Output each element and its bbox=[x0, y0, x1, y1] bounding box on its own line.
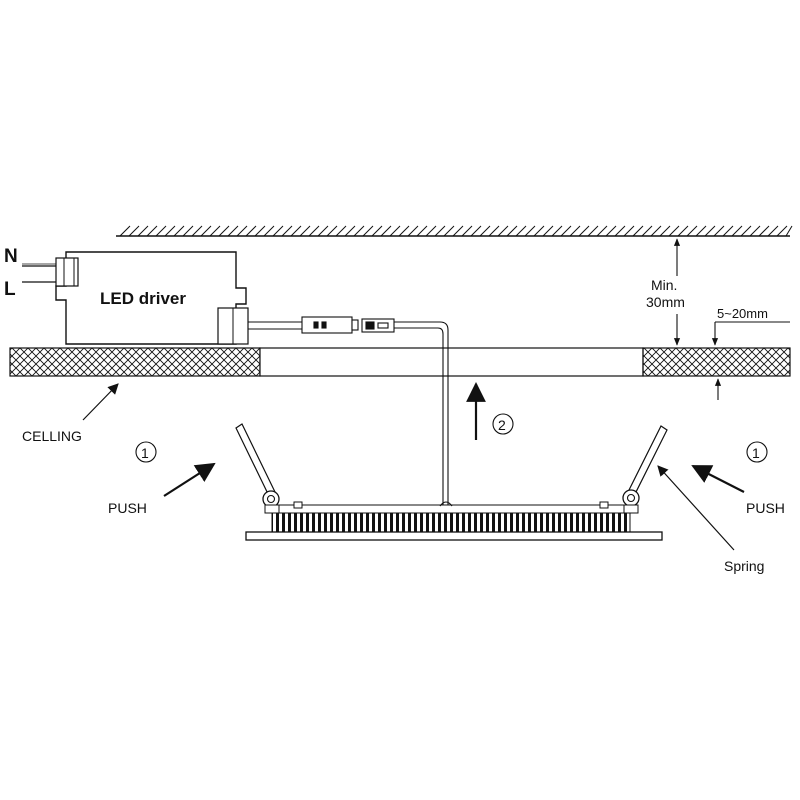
mains-wires: N L bbox=[4, 246, 56, 300]
ceiling-board bbox=[9, 347, 791, 377]
led-panel bbox=[235, 423, 668, 541]
ceiling-left-section bbox=[9, 347, 261, 377]
step-1-left-circle bbox=[135, 441, 157, 463]
connector-male bbox=[301, 316, 353, 334]
ceiling-right-section bbox=[642, 347, 791, 377]
led-driver-label: LED driver bbox=[100, 289, 186, 308]
spring-clip-left bbox=[235, 423, 280, 514]
panel-heatsink bbox=[271, 511, 631, 533]
step-1-left-number: 1 bbox=[141, 445, 149, 461]
spring-label: Spring bbox=[724, 558, 764, 574]
min-gap-dimension: Min. 30mm bbox=[646, 238, 685, 346]
push-right-label: PUSH bbox=[746, 500, 785, 516]
min-label: Min. bbox=[651, 277, 677, 293]
live-label: L bbox=[4, 279, 16, 300]
ceiling-thickness-dimension: 5~20mm bbox=[711, 306, 790, 400]
ceiling-cutout bbox=[259, 347, 644, 377]
driver-output-cable bbox=[248, 316, 449, 505]
panel-face bbox=[245, 531, 663, 541]
thickness-label: 5~20mm bbox=[717, 306, 768, 321]
push-right-indicator: 1 PUSH bbox=[691, 441, 785, 516]
structural-ceiling bbox=[116, 225, 793, 237]
spring-callout: Spring bbox=[657, 465, 764, 574]
push-left-indicator: 1 PUSH bbox=[108, 441, 216, 516]
step-2-circle bbox=[492, 413, 514, 435]
min-value-label: 30mm bbox=[646, 294, 685, 310]
step-2-number: 2 bbox=[498, 417, 506, 433]
step-2-indicator: 2 bbox=[466, 382, 514, 440]
led-driver: LED driver bbox=[55, 251, 249, 345]
step-1-right-circle bbox=[746, 441, 768, 463]
ceiling-label: CELLING bbox=[22, 428, 82, 444]
spring-clip-right bbox=[622, 425, 668, 514]
ceiling-callout: CELLING bbox=[22, 383, 119, 444]
neutral-label: N bbox=[4, 246, 18, 267]
push-left-label: PUSH bbox=[108, 500, 147, 516]
step-1-right-number: 1 bbox=[752, 445, 760, 461]
